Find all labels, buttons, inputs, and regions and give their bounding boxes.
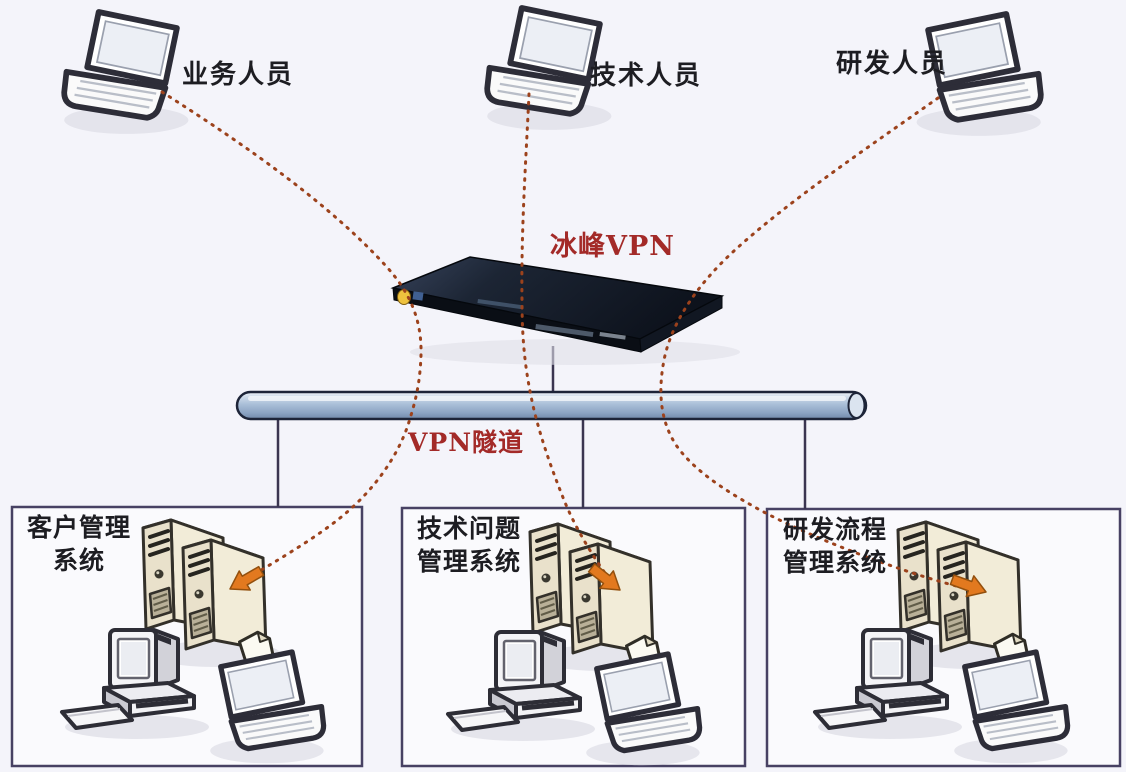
vpn-device-label: 冰峰VPN (550, 231, 675, 262)
system-label-line2: 管理系统 (782, 548, 887, 577)
system-label-rnd-process-management: 研发流程 管理系统 (774, 513, 896, 579)
actor-label-rnd: 研发人员 (836, 49, 949, 79)
system-label-customer-management: 客户管理 系统 (18, 511, 140, 577)
system-label-line1: 客户管理 (26, 513, 131, 542)
system-label-tech-issue-management: 技术问题 管理系统 (408, 512, 530, 578)
laptop-icon-business-user (64, 12, 188, 134)
vpn-connection-line-technical (520, 92, 616, 587)
system-label-line2: 系统 (52, 546, 105, 575)
vpn-connection-line-rnd (659, 96, 962, 589)
system-label-line1: 技术问题 (416, 514, 521, 543)
system-label-line1: 研发流程 (782, 515, 887, 544)
actor-label-business: 业务人员 (182, 60, 295, 90)
vpn-appliance-icon (390, 256, 740, 365)
actor-label-technical: 技术人员 (590, 61, 703, 91)
tunnel-pipe (235, 390, 868, 421)
tunnel-label: VPN隧道 (408, 428, 525, 457)
system-label-line2: 管理系统 (416, 547, 521, 576)
